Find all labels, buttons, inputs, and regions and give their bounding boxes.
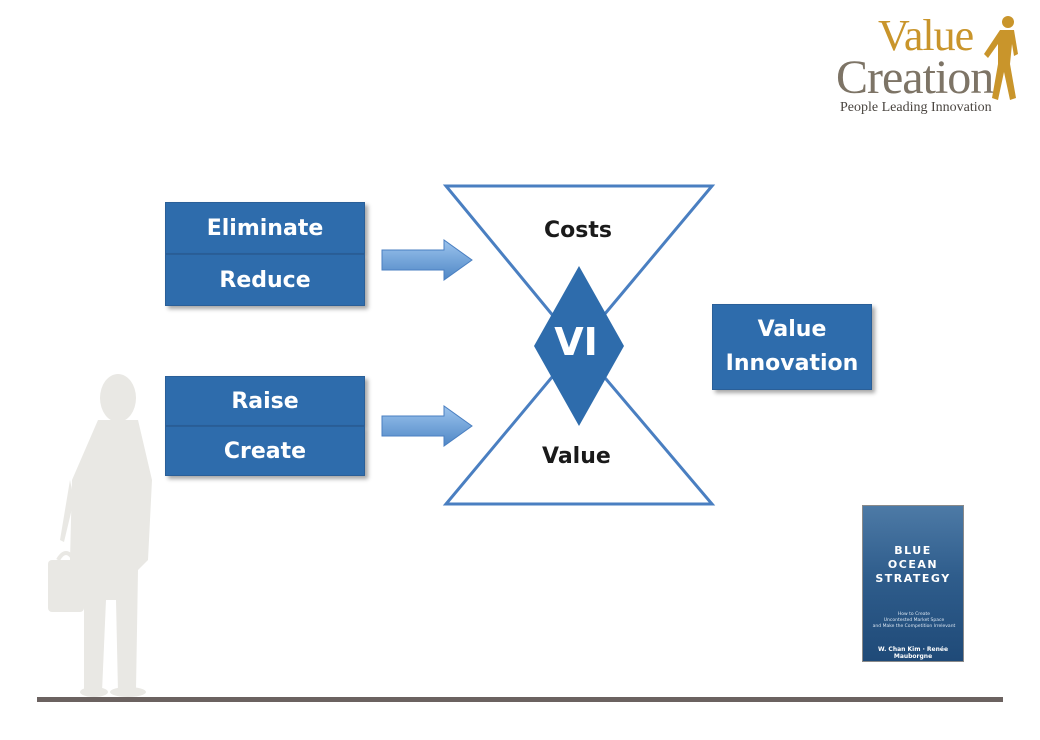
value-label: Value <box>542 444 611 469</box>
create-box: Create <box>165 426 365 476</box>
book-title-line2: OCEAN <box>887 558 939 571</box>
book-subtitle: How to Create Uncontested Market Space a… <box>867 612 961 630</box>
book-subtitle-line3: and Make the Competition Irrelevant <box>872 624 956 629</box>
book-subtitle-line1: How to Create <box>897 612 931 617</box>
book-authors: W. Chan Kim · Renée Mauborgne <box>877 646 949 660</box>
eliminate-box: Eliminate <box>165 202 365 254</box>
book-title: BLUE OCEAN STRATEGY <box>863 544 963 586</box>
eliminate-label: Eliminate <box>206 215 324 241</box>
value-innovation-line2: Innovation <box>725 351 859 376</box>
businessman-silhouette-icon <box>48 374 152 697</box>
book-publisher-strip: ​ <box>863 656 963 660</box>
bottom-divider <box>37 697 1003 702</box>
book-title-line3: STRATEGY <box>875 572 951 585</box>
vi-diamond <box>534 266 624 426</box>
reduce-box: Reduce <box>165 254 365 306</box>
vi-label: VI <box>554 320 598 364</box>
value-innovation-box: Value Innovation <box>712 304 872 390</box>
create-label: Create <box>223 438 307 464</box>
arrow-right-icon <box>381 405 473 447</box>
book-title-line1: BLUE <box>894 544 932 557</box>
arrow-right-icon <box>381 239 473 281</box>
raise-box: Raise <box>165 376 365 426</box>
walking-man-logo-icon <box>984 16 1018 100</box>
value-innovation-line1: Value <box>757 317 827 342</box>
reduce-label: Reduce <box>219 267 311 293</box>
raise-label: Raise <box>231 388 299 414</box>
logo-word-creation: Creation <box>836 51 994 104</box>
book-subtitle-line2: Uncontested Market Space <box>883 618 945 623</box>
hourglass-diagram <box>442 184 716 506</box>
logo-tagline: People Leading Innovation <box>840 100 992 115</box>
logo-word-value: Value <box>878 11 974 60</box>
value-creation-logo: Value Creation People Leading Innovation <box>830 12 1030 122</box>
costs-label: Costs <box>544 218 612 243</box>
blue-ocean-strategy-book-cover: BLUE OCEAN STRATEGY How to Create Uncont… <box>862 505 964 662</box>
